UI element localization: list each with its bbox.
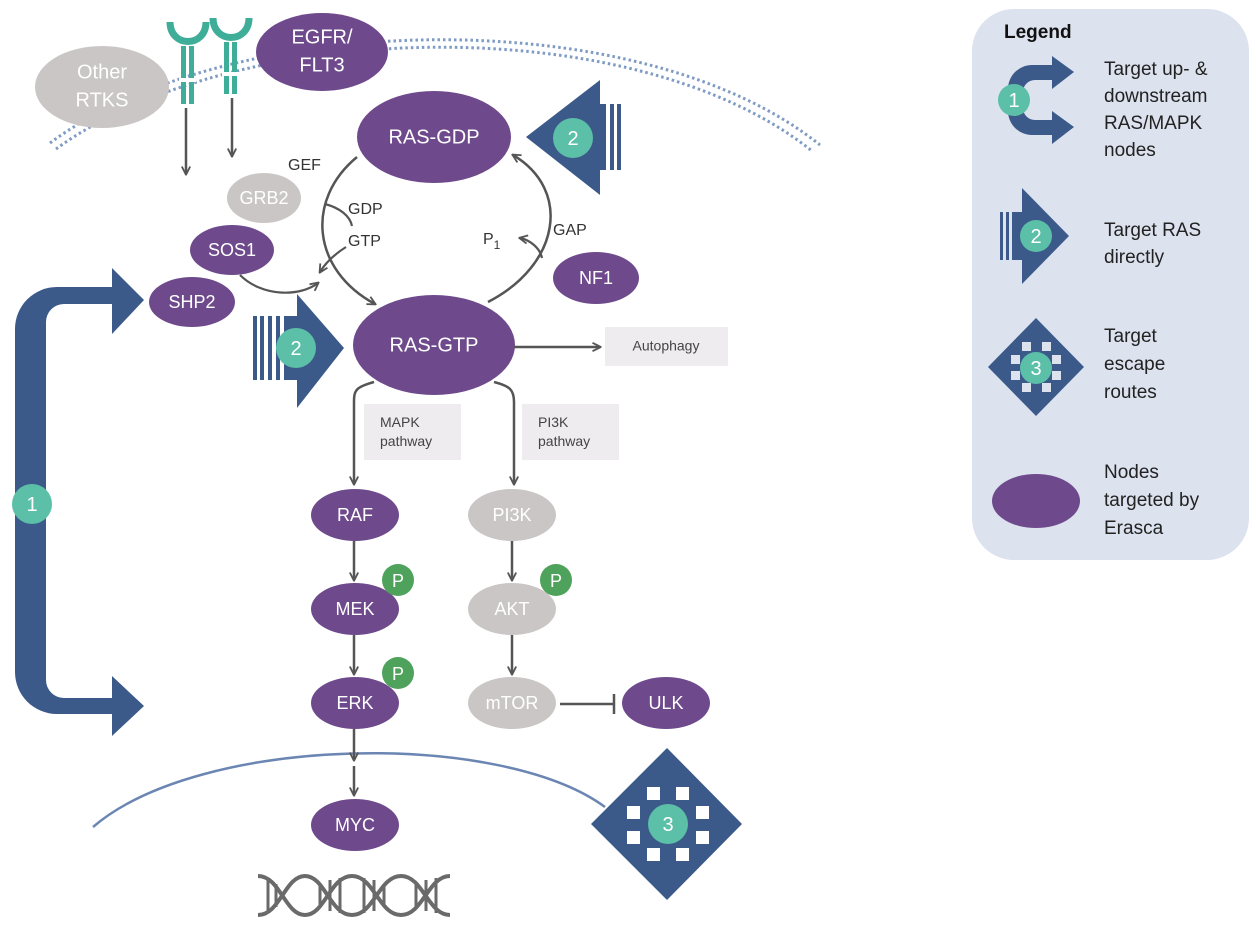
svg-text:2: 2 [1030, 226, 1041, 248]
node-other-rtks: Other RTKS [35, 46, 169, 128]
svg-text:1: 1 [1008, 90, 1019, 112]
svg-text:Nodes: Nodes [1104, 462, 1159, 483]
label-p1: P1 [483, 231, 501, 252]
svg-text:pathway: pathway [538, 433, 590, 449]
node-myc: MYC [311, 799, 399, 851]
four-way-arrow-icon: 3 [988, 318, 1084, 416]
svg-text:PI3K: PI3K [492, 505, 531, 525]
box-mapk-pathway: MAPK pathway [364, 404, 461, 460]
svg-text:RTKS: RTKS [76, 89, 129, 111]
block-arrow-icon: 2 [253, 294, 344, 408]
svg-text:Target: Target [1104, 326, 1158, 347]
node-raf: RAF [311, 489, 399, 541]
label-gtp: GTP [348, 233, 381, 250]
fork-arrow-icon: 1 [998, 56, 1074, 144]
svg-text:Target RAS: Target RAS [1104, 220, 1201, 241]
node-pi3k: PI3K [468, 489, 556, 541]
cell-membrane [49, 38, 821, 153]
svg-text:escape: escape [1104, 354, 1165, 375]
legend-node-swatch [992, 474, 1080, 528]
inhibit-mtor-ulk [560, 694, 616, 714]
svg-text:MAPK: MAPK [380, 414, 420, 430]
svg-text:RAS/MAPK: RAS/MAPK [1104, 113, 1203, 134]
svg-text:3: 3 [662, 814, 673, 836]
svg-text:EGFR/: EGFR/ [291, 26, 353, 48]
svg-text:routes: routes [1104, 382, 1157, 403]
svg-text:FLT3: FLT3 [299, 54, 344, 76]
svg-text:pathway: pathway [380, 433, 432, 449]
node-sos1: SOS1 [190, 225, 274, 275]
svg-text:targeted by: targeted by [1104, 490, 1200, 511]
svg-text:GRB2: GRB2 [239, 188, 288, 208]
svg-text:PI3K: PI3K [538, 414, 569, 430]
svg-text:mTOR: mTOR [486, 693, 539, 713]
svg-text:SHP2: SHP2 [168, 292, 215, 312]
node-ras-gtp: RAS-GTP [353, 295, 515, 395]
svg-text:P: P [392, 571, 404, 591]
phospho-badge-akt: P [540, 564, 572, 596]
label-gef: GEF [288, 157, 321, 174]
arrow-to-raf [354, 380, 375, 484]
svg-text:AKT: AKT [494, 599, 529, 619]
legend-title: Legend [1004, 22, 1072, 43]
node-erk: ERK [311, 677, 399, 729]
svg-text:SOS1: SOS1 [208, 240, 256, 260]
node-nf1: NF1 [553, 252, 639, 304]
svg-text:directly: directly [1104, 247, 1165, 268]
svg-text:MYC: MYC [335, 815, 375, 835]
arrow-to-pi3k [493, 380, 514, 484]
svg-text:Erasca: Erasca [1104, 518, 1164, 539]
box-pi3k-pathway: PI3K pathway [522, 404, 619, 460]
arrow-sos1-to-cycle [239, 274, 318, 294]
svg-text:NF1: NF1 [579, 268, 613, 288]
svg-text:Other: Other [77, 61, 127, 83]
svg-text:3: 3 [1030, 358, 1041, 380]
dna-icon [257, 873, 451, 918]
svg-text:P: P [550, 571, 562, 591]
node-mtor: mTOR [468, 677, 556, 729]
svg-text:RAF: RAF [337, 505, 373, 525]
node-ras-gdp: RAS-GDP [357, 91, 511, 183]
arrow-gdp-exchange [324, 202, 354, 227]
block-arrow-icon: 2 [1000, 188, 1069, 284]
svg-text:MEK: MEK [335, 599, 374, 619]
box-autophagy: Autophagy [605, 327, 728, 366]
node-akt: AKT [468, 583, 556, 635]
block-arrow-icon: 2 [526, 80, 621, 195]
arrow-gtp-to-gdp [487, 155, 552, 304]
svg-text:ULK: ULK [648, 693, 683, 713]
receptor-icon [209, 17, 253, 94]
arrow-gtp-exchange [320, 246, 347, 272]
node-shp2: SHP2 [149, 277, 235, 327]
svg-text:P: P [392, 664, 404, 684]
svg-text:ERK: ERK [336, 693, 373, 713]
svg-text:Autophagy: Autophagy [633, 338, 700, 354]
label-gdp: GDP [348, 201, 383, 218]
svg-text:2: 2 [567, 128, 578, 150]
fork-arrow-icon: 1 [12, 268, 144, 736]
node-mek: MEK [311, 583, 399, 635]
svg-text:downstream: downstream [1104, 86, 1208, 107]
svg-text:nodes: nodes [1104, 140, 1156, 161]
arrow-p1-release [520, 238, 544, 259]
node-egfr-flt3: EGFR/ FLT3 [256, 13, 388, 91]
phospho-badge-erk: P [382, 657, 414, 689]
node-grb2: GRB2 [227, 173, 301, 223]
arrow-gdp-to-gtp [321, 156, 375, 304]
label-gap: GAP [553, 222, 587, 239]
svg-text:1: 1 [26, 494, 37, 516]
svg-text:2: 2 [290, 338, 301, 360]
phospho-badge-mek: P [382, 564, 414, 596]
svg-text:Target up- &: Target up- & [1104, 59, 1208, 80]
legend: Legend 1 Target up- & downstream RAS/MAP… [972, 9, 1249, 560]
receptor-icon [166, 21, 210, 104]
four-way-arrow-icon: 3 [591, 748, 742, 900]
node-ulk: ULK [622, 677, 710, 729]
svg-text:RAS-GDP: RAS-GDP [388, 126, 479, 148]
svg-text:RAS-GTP: RAS-GTP [390, 334, 479, 356]
